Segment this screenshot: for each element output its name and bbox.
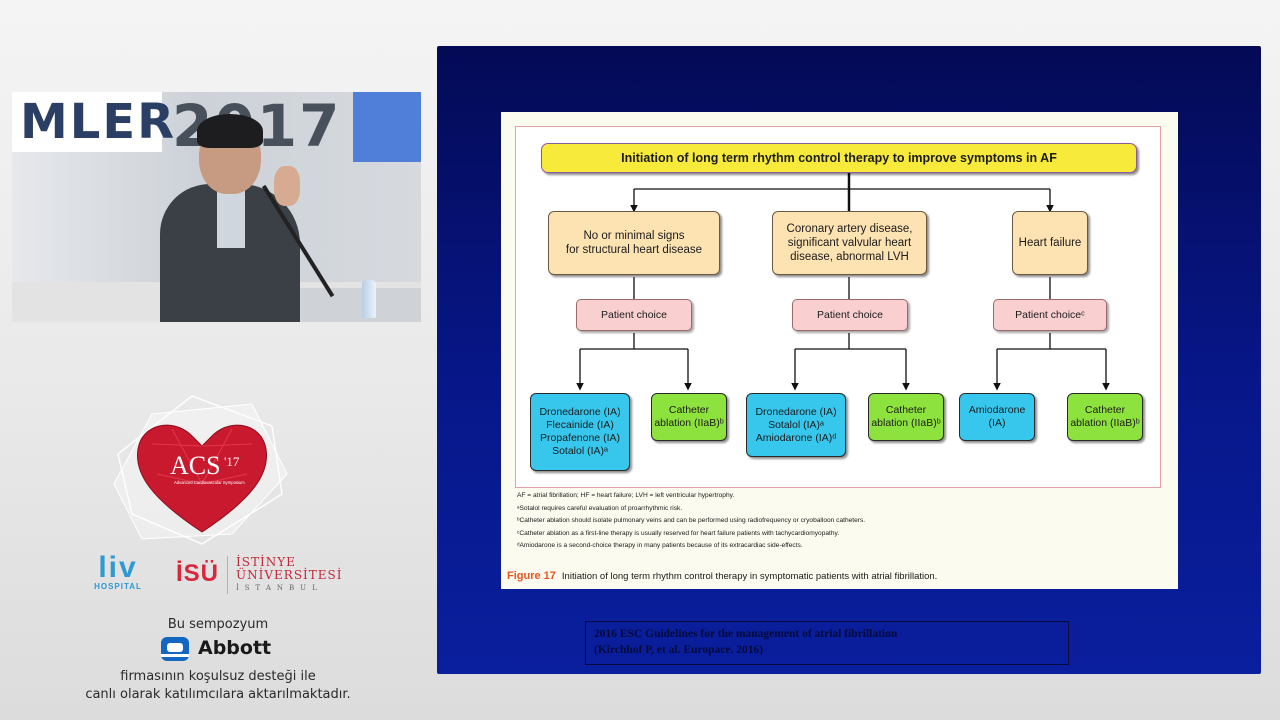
footnote: ᵈAmiodarone is a second-choice therapy i… <box>517 542 803 550</box>
backdrop-text-left: MLER <box>20 94 177 150</box>
acs-heart-logo: ACS '17 Advanced Cardiovascular Symposiu… <box>113 395 288 545</box>
sponsor-statement: firmasının koşulsuz desteği ile canlı ol… <box>0 668 436 704</box>
sponsor-intro-text: Bu sempozyum <box>167 617 269 632</box>
drug-options-2: Dronedarone (IA) Sotalol (IA)ᵃ Amiodaron… <box>746 393 846 457</box>
drug-options-3: Amiodarone (IA) <box>959 393 1035 441</box>
footnote: AF = atrial fibrillation; HF = heart fai… <box>517 492 735 499</box>
speaker-shirt <box>217 188 245 248</box>
acs-logo-year: '17 <box>224 454 240 469</box>
ablation-option-1: Catheter ablation (IIaB)ᵇ <box>651 393 727 441</box>
category-heart-failure: Heart failure <box>1012 211 1088 275</box>
citation-line-1: 2016 ESC Guidelines for the management o… <box>594 628 898 640</box>
abbott-wordmark: Abbott <box>198 637 272 659</box>
isu-city: İSTANBUL <box>236 584 323 592</box>
isu-line-2: ÜNİVERSİTESİ <box>236 568 343 582</box>
isu-logo-mark: İSÜ <box>176 560 220 587</box>
backdrop-blue-panel <box>353 92 421 162</box>
sponsor-line-2: firmasının koşulsuz desteği ile <box>120 669 316 684</box>
presentation-slide: Initiation of long term rhythm control t… <box>437 46 1261 674</box>
citation-line-2: (Kirchhof P, et al. Europace. 2016) <box>594 644 764 656</box>
flowchart-frame: Initiation of long term rhythm control t… <box>515 126 1161 488</box>
flowchart-connectors <box>576 173 1110 391</box>
event-branding: ACS '17 Advanced Cardiovascular Symposiu… <box>0 322 436 720</box>
backdrop-banner: MLER <box>12 92 174 152</box>
patient-choice-3: Patient choiceᶜ <box>993 299 1107 331</box>
isu-logo-name: İSTİNYE ÜNİVERSİTESİ İSTANBUL <box>236 556 343 595</box>
ablation-option-3: Catheter ablation (IIaB)ᵇ <box>1067 393 1143 441</box>
liv-logo-sub: HOSPITAL <box>94 582 142 591</box>
figure-caption: Figure 17 Initiation of long term rhythm … <box>507 570 937 582</box>
figure-label: Figure 17 <box>507 570 556 582</box>
partner-logos: liv HOSPITAL İSÜ İSTİNYE ÜNİVERSİTESİ İS… <box>0 552 436 602</box>
footnote: ᶜCatheter ablation as a first-line thera… <box>517 529 840 537</box>
speaker-hair <box>197 114 263 148</box>
isu-divider <box>227 556 228 594</box>
footnote: ᵇCatheter ablation should isolate pulmon… <box>517 517 866 525</box>
guideline-figure: Initiation of long term rhythm control t… <box>501 112 1178 589</box>
abbott-mark-icon <box>161 637 189 661</box>
isu-line-1: İSTİNYE <box>236 555 296 569</box>
category-cad-valvular-lvh: Coronary artery disease, significant val… <box>772 211 927 275</box>
footnote: ᵃSotalol requires careful evaluation of … <box>517 504 683 512</box>
drug-options-1: Dronedarone (IA) Flecainide (IA) Propafe… <box>530 393 630 471</box>
figure-footnotes: AF = atrial fibrillation; HF = heart fai… <box>517 490 1157 553</box>
liv-logo-mark: liv <box>98 551 138 584</box>
flowchart-title: Initiation of long term rhythm control t… <box>541 143 1137 173</box>
speaker-video: MLER 2017 <box>12 92 421 322</box>
abbott-logo: Abbott <box>160 636 280 662</box>
acs-logo-tagline: Advanced Cardiovascular Symposium <box>174 480 245 485</box>
patient-choice-1: Patient choice <box>576 299 692 331</box>
category-no-structural-disease: No or minimal signs for structural heart… <box>548 211 720 275</box>
acs-logo-text: ACS <box>170 451 221 480</box>
citation-box: 2016 ESC Guidelines for the management o… <box>585 621 1069 665</box>
speaker-hand <box>274 166 300 206</box>
liv-hospital-logo: liv HOSPITAL <box>88 551 148 592</box>
patient-choice-2: Patient choice <box>792 299 908 331</box>
water-bottle <box>362 280 376 318</box>
ablation-option-2: Catheter ablation (IIaB)ᵇ <box>868 393 944 441</box>
sponsor-line-3: canlı olarak katılımcılara aktarılmaktad… <box>85 687 351 702</box>
figure-caption-text: Initiation of long term rhythm control t… <box>561 571 938 582</box>
